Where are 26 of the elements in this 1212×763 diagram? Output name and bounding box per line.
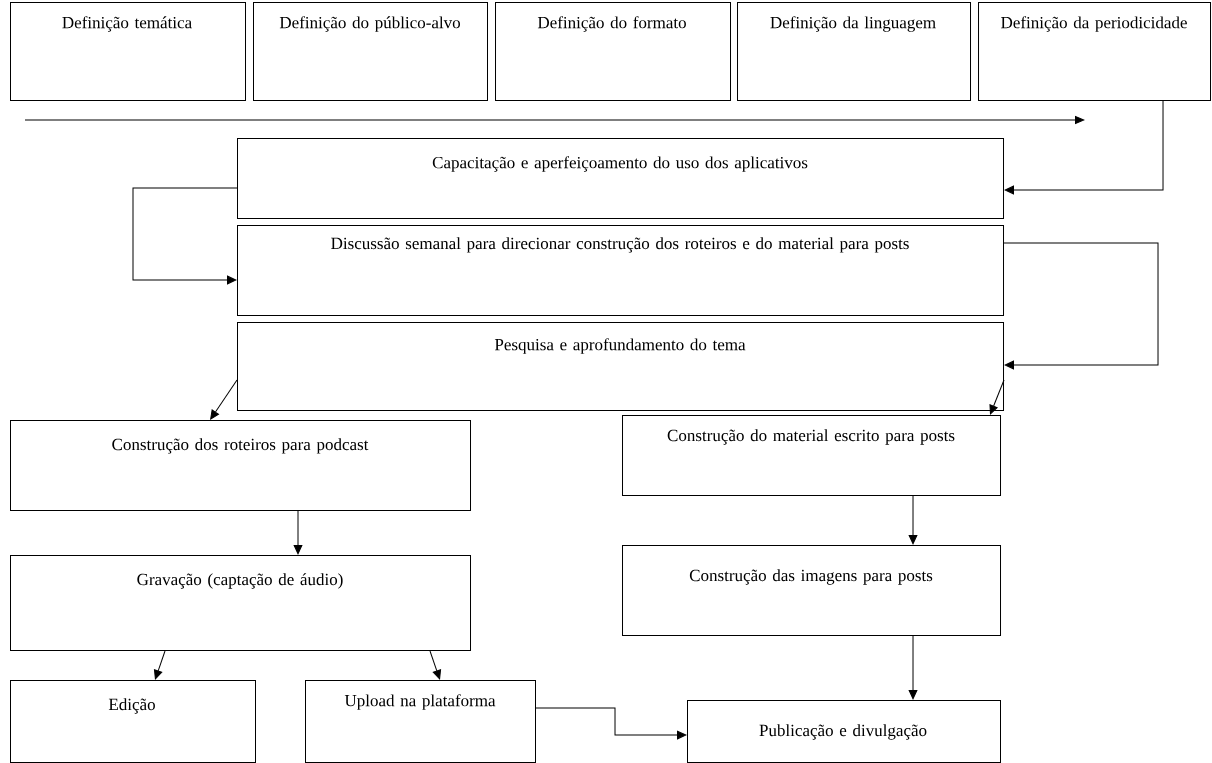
process-box: Pesquisa e aprofundamento do tema xyxy=(237,322,1004,411)
process-box: Capacitação e aperfeiçoamento do uso dos aplicativos xyxy=(237,138,1004,219)
process-box: Construção dos roteiros para podcast xyxy=(10,420,471,511)
process-box: Publicação e divulgação xyxy=(687,700,1001,763)
process-box: Definição da periodicidade xyxy=(978,2,1211,101)
arrow xyxy=(908,495,918,545)
process-box: Construção do material escrito para posts xyxy=(622,415,1001,496)
arrow xyxy=(1003,242,1159,370)
process-box: Definição da linguagem xyxy=(737,2,971,101)
process-box: Upload na plataforma xyxy=(305,680,536,763)
arrow xyxy=(293,510,303,555)
arrow xyxy=(429,650,442,680)
arrow xyxy=(989,379,1005,415)
arrow xyxy=(1004,100,1164,195)
arrow xyxy=(908,635,918,700)
arrow xyxy=(210,379,238,420)
arrow xyxy=(535,707,687,740)
process-box: Definição do formato xyxy=(495,2,731,101)
arrow xyxy=(132,187,238,285)
process-box: Edição xyxy=(10,680,256,763)
process-box: Definição do público-alvo xyxy=(253,2,488,101)
arrow xyxy=(153,650,166,680)
process-box: Construção das imagens para posts xyxy=(622,545,1001,636)
process-box: Gravação (captação de áudio) xyxy=(10,555,471,651)
process-box: Definição temática xyxy=(10,2,246,101)
process-box: Discussão semanal para direcionar construção dos roteiros e do material para posts xyxy=(237,225,1004,316)
